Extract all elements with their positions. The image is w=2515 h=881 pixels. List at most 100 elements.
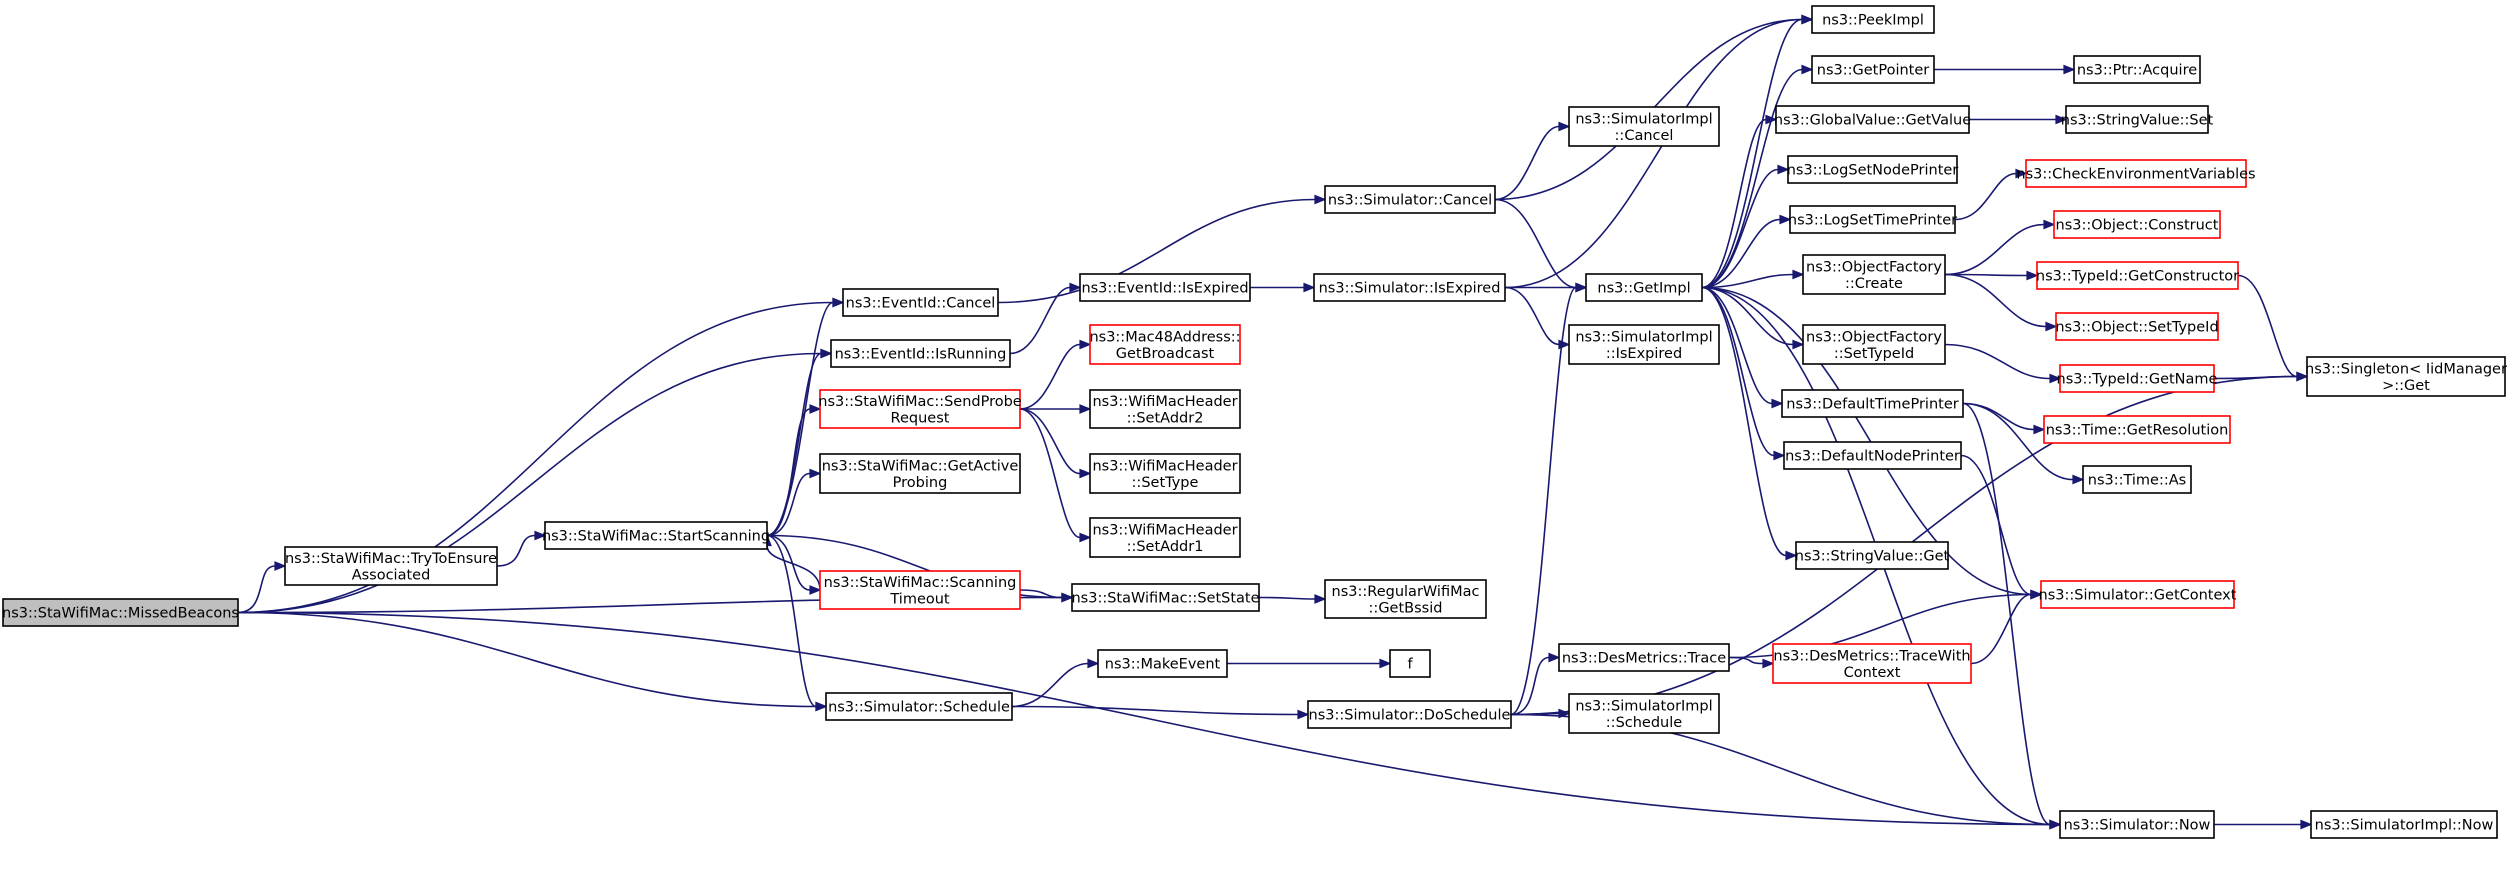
edge-line (2213, 375, 2298, 380)
edge-arrowhead (2026, 270, 2039, 281)
node-typeid-getname[interactable]: ns3::TypeId::GetName (2057, 364, 2218, 393)
node-globalvalue-getvalue[interactable]: ns3::GlobalValue::GetValue (1774, 105, 1971, 134)
node-time-as[interactable]: ns3::Time::As (2082, 465, 2192, 494)
node-box (2059, 364, 2215, 393)
node-mac48-broadcast[interactable]: ns3::Mac48Address::GetBroadcast (1089, 324, 1241, 365)
node-box (819, 453, 1021, 494)
edge-arrowhead (2043, 219, 2056, 230)
node-sim-cancel[interactable]: ns3::Simulator::Cancel (1324, 185, 1496, 214)
node-sim-getcontext[interactable]: ns3::Simulator::GetContext (2039, 580, 2237, 609)
node-label: ns3::Object::SetTypeId (2055, 320, 2218, 336)
node-typeid-getconstructor[interactable]: ns3::TypeId::GetConstructor (2036, 261, 2239, 290)
node-logsetnodeprinter[interactable]: ns3::LogSetNodePrinter (1787, 155, 1959, 184)
node-set-state[interactable]: ns3::StaWifiMac::SetState (1071, 583, 1260, 612)
node-start-scanning[interactable]: ns3::StaWifiMac::StartScanning (542, 521, 770, 550)
node-f[interactable]: f (1389, 649, 1431, 678)
node-label: ns3::LogSetNodePrinter (1787, 163, 1959, 179)
node-label: ns3::WifiMacHeader (1092, 458, 1237, 474)
node-eventid-isrunning[interactable]: ns3::EventId::IsRunning (830, 339, 1011, 368)
node-singleton-get[interactable]: ns3::Singleton< IidManager>::Get (2305, 356, 2507, 397)
node-objfactory-create[interactable]: ns3::ObjectFactory::Create (1802, 254, 1946, 295)
node-label: ns3::SimulatorImpl::Now (2315, 818, 2494, 834)
node-label: ns3::DefaultNodePrinter (1785, 449, 1960, 465)
node-object-settypeid[interactable]: ns3::Object::SetTypeId (2055, 312, 2219, 341)
node-hdr-setaddr2[interactable]: ns3::WifiMacHeader::SetAddr2 (1089, 389, 1241, 429)
edge-defaulttimeprinter-to-sim-now (1962, 402, 2062, 830)
node-sim-doschedule[interactable]: ns3::Simulator::DoSchedule (1307, 700, 1512, 729)
edge-arrowhead (2049, 819, 2062, 830)
edge-arrowhead (809, 585, 822, 595)
node-label: ns3::Simulator::Now (2064, 818, 2211, 834)
edge-send-probe-to-hdr-setaddr2 (1020, 404, 1092, 414)
edge-missed-beacons-to-try-to-ensure (237, 561, 287, 614)
node-simimpl-now[interactable]: ns3::SimulatorImpl::Now (2310, 810, 2498, 839)
node-label: Context (1844, 665, 1901, 681)
node-simimpl-isexpired[interactable]: ns3::SimulatorImpl::IsExpired (1568, 324, 1720, 365)
node-ptr-acquire[interactable]: ns3::Ptr::Acquire (2073, 55, 2201, 84)
node-box (2073, 55, 2201, 84)
node-box (1079, 273, 1251, 302)
node-desmetrics-trace[interactable]: ns3::DesMetrics::Trace (1558, 643, 1730, 672)
edge-sim-cancel-to-simimpl-cancel (1494, 121, 1571, 201)
edge-line (237, 301, 834, 614)
node-simimpl-cancel[interactable]: ns3::SimulatorImpl::Cancel (1568, 106, 1720, 147)
node-label: ::SetAddr1 (1127, 539, 1204, 555)
edge-arrowhead (1801, 64, 1814, 75)
node-peekimpl[interactable]: ns3::PeekImpl (1811, 5, 1935, 34)
node-make-event[interactable]: ns3::MakeEvent (1097, 649, 1228, 678)
node-sim-now[interactable]: ns3::Simulator::Now (2059, 810, 2215, 839)
node-box (1787, 155, 1958, 184)
edge-arrowhead (534, 530, 547, 541)
node-sim-schedule[interactable]: ns3::Simulator::Schedule (825, 692, 1013, 721)
node-box (2036, 261, 2239, 290)
edge-line (997, 198, 1316, 304)
node-box (2040, 580, 2235, 609)
node-sim-isexpired[interactable]: ns3::Simulator::IsExpired (1313, 273, 1506, 302)
node-eventid-isexpired[interactable]: ns3::EventId::IsExpired (1079, 273, 1251, 302)
node-eventid-cancel[interactable]: ns3::EventId::Cancel (842, 288, 999, 317)
node-objfactory-settypeid[interactable]: ns3::ObjectFactory::SetTypeId (1802, 324, 1946, 365)
node-defaulttimeprinter[interactable]: ns3::DefaultTimePrinter (1781, 389, 1964, 418)
node-box (2053, 210, 2221, 239)
edge-arrowhead (1558, 121, 1571, 132)
node-time-getresolution[interactable]: ns3::Time::GetResolution (2043, 415, 2231, 444)
node-hdr-settype[interactable]: ns3::WifiMacHeader::SetType (1089, 453, 1241, 494)
node-stringvalue-set[interactable]: ns3::StringValue::Set (2061, 105, 2214, 134)
node-object-construct[interactable]: ns3::Object::Construct (2053, 210, 2221, 239)
edge-line (766, 534, 817, 708)
node-getpointer[interactable]: ns3::GetPointer (1811, 55, 1935, 84)
node-box (830, 339, 1011, 368)
edge-sim-doschedule-to-desmetrics-trace (1510, 652, 1561, 716)
node-box (2055, 312, 2219, 341)
edge-arrowhead (832, 297, 845, 308)
node-label: ns3::Simulator::DoSchedule (1309, 708, 1511, 724)
node-label: >::Get (2382, 378, 2430, 394)
edge-sim-doschedule-to-getimpl (1510, 282, 1588, 716)
node-defaultnodeprinter[interactable]: ns3::DefaultNodePrinter (1783, 441, 1962, 470)
node-label: ::SetAddr2 (1127, 410, 1204, 426)
edge-scanning-timeout-to-set-state (1019, 589, 1074, 603)
node-simimpl-schedule[interactable]: ns3::SimulatorImpl::Schedule (1568, 693, 1720, 734)
node-getimpl[interactable]: ns3::GetImpl (1585, 273, 1703, 302)
node-box (2310, 810, 2498, 839)
edge-arrowhead (1087, 658, 1100, 669)
edge-arrowhead (2015, 168, 2028, 179)
node-box (2, 598, 239, 627)
node-label: ns3::Simulator::Cancel (1328, 193, 1492, 209)
node-stringvalue-get[interactable]: ns3::StringValue::Get (1795, 541, 1950, 570)
edge-eventid-cancel-to-sim-cancel (997, 194, 1327, 304)
node-regular-getbssid[interactable]: ns3::RegularWifiMac::GetBssid (1324, 579, 1487, 619)
edge-arrowhead (1575, 282, 1588, 293)
node-label: Associated (352, 567, 431, 583)
node-label: ns3::WifiMacHeader (1092, 522, 1237, 538)
node-logsettimeprinter[interactable]: ns3::LogSetTimePrinter (1788, 205, 1957, 234)
node-label: ns3::RegularWifiMac (1332, 584, 1480, 600)
node-checkenv[interactable]: ns3::CheckEnvironmentVariables (2016, 159, 2256, 188)
node-label: ns3::Ptr::Acquire (2077, 63, 2197, 79)
node-hdr-setaddr1[interactable]: ns3::WifiMacHeader::SetAddr1 (1089, 517, 1241, 558)
